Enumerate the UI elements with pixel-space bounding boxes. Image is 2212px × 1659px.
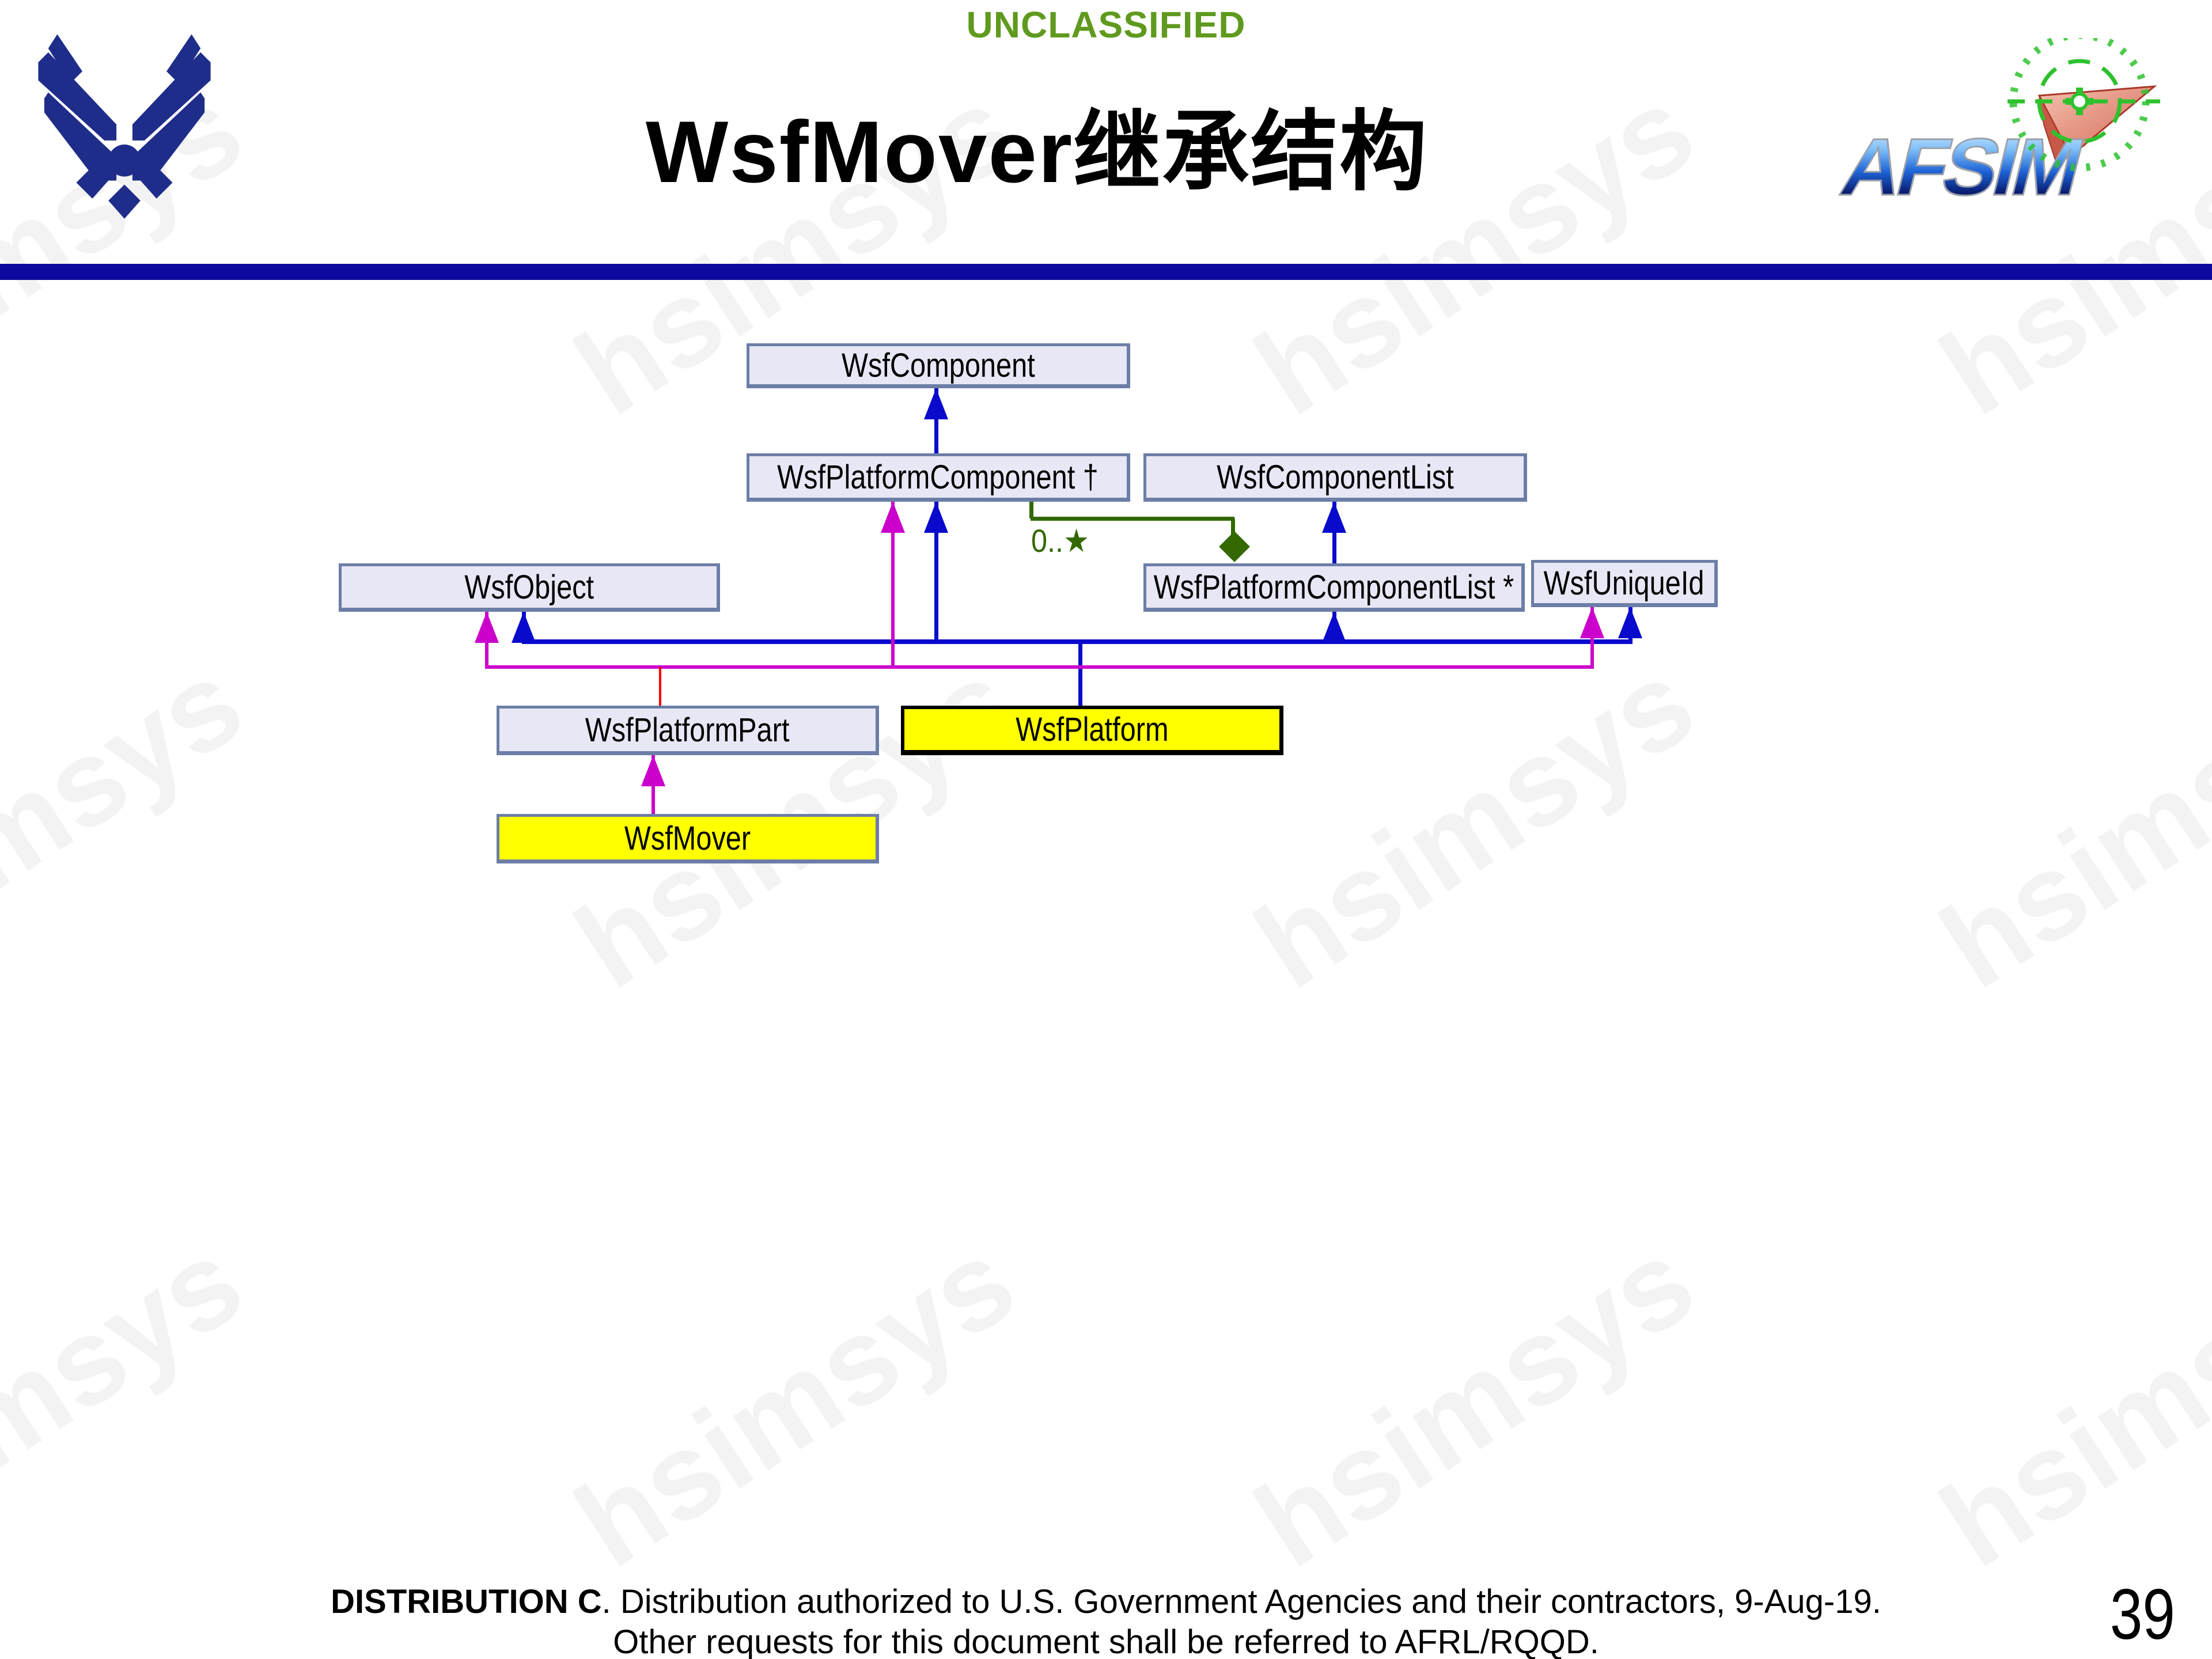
arrowhead-magenta-to-object [475,612,499,643]
watermark-text: hsimsys [1918,1212,2212,1593]
edge-aggregation-stem [1029,502,1033,518]
distribution-label: DISTRIBUTION C [331,1583,602,1620]
watermark-text: hsimsys [1918,633,2212,1014]
watermark-text: hsimsys [0,633,266,1014]
class-node-wsfuniqueid: WsfUniqueId [1531,560,1718,607]
arrowhead-magenta-to-uniqueid [1580,607,1604,638]
arrowhead-to-platformpart [641,755,665,786]
edge-platformcomponent-to-component [934,388,938,453]
watermark-text: hsimsys [1232,633,1717,1014]
distribution-line1: DISTRIBUTION C. Distribution authorized … [0,1582,2212,1622]
class-node-wsfplatformpart: WsfPlatformPart [497,706,879,755]
class-label: WsfPlatformComponent † [777,458,1099,496]
page-number: 39 [2109,1575,2175,1654]
distribution-statement: DISTRIBUTION C. Distribution authorized … [0,1582,2212,1659]
class-node-wsfplatformcomponent: WsfPlatformComponent † [747,453,1130,502]
class-node-wsfcomponent: WsfComponent [747,343,1130,388]
arrowhead-to-componentlist [1322,502,1346,533]
class-node-wsfcomponentlist: WsfComponentList [1143,453,1527,502]
class-label: WsfObject [464,568,594,606]
class-node-wsfplatform: WsfPlatform [901,706,1283,755]
afsim-reticle-icon [2008,38,2160,172]
class-node-wsfplatformcomponentlist: WsfPlatformComponentList * [1143,563,1525,612]
class-label: WsfMover [624,819,751,857]
arrowhead-magenta-to-platformcomponent [881,502,905,533]
edge-platform-to-platformcomponent [934,502,938,644]
arrowhead-blue-to-object [512,612,536,643]
watermark-text: hsimsys [1232,1212,1717,1593]
edge-platform-bus-horizontal [522,639,1633,644]
class-label: WsfUniqueId [1544,564,1705,602]
class-node-wsfmover: WsfMover [497,814,879,863]
aggregation-diamond-icon [1219,531,1250,562]
class-label: WsfPlatform [1015,711,1169,748]
header-divider-bar [0,264,2212,280]
afsim-logo: AFSIM [1832,38,2160,213]
class-label: WsfComponentList [1216,458,1454,496]
arrowhead-to-component [924,388,948,419]
edge-aggregation-drop [1231,518,1235,537]
classification-banner: UNCLASSIFIED [966,4,1246,46]
aggregation-multiplicity-label: 0..★ [1031,522,1090,559]
edge-platformpart-to-platformcomponent [891,502,895,669]
edge-aggregation-horizontal [1031,517,1234,521]
page-title: WsfMover继承结构 [645,103,1429,201]
class-label: WsfPlatformPart [585,711,790,749]
distribution-line1-text: . Distribution authorized to U.S. Govern… [601,1583,1881,1620]
watermark-text: hsimsys [552,1212,1037,1593]
edge-platformpart-bus-horizontal [485,665,1594,669]
afsim-text: AFSIM [1833,122,2089,213]
arrowhead-blue-to-platformcomponent [924,502,948,533]
distribution-line2: Other requests for this document shall b… [613,1623,1599,1659]
watermark-text: hsimsys [0,1212,266,1593]
edge-platformpart-stem [659,667,661,706]
arrowhead-to-platformcomponentlist [1322,612,1346,643]
arrowhead-blue-to-uniqueid [1618,607,1642,638]
class-node-wsfobject: WsfObject [339,563,720,612]
class-label: WsfPlatformComponentList * [1153,568,1514,606]
edge-platform-stem [1078,641,1082,706]
usaf-wings-logo [38,34,211,219]
class-label: WsfComponent [841,346,1035,384]
afsim-wordmark: AFSIM [1832,121,2090,213]
